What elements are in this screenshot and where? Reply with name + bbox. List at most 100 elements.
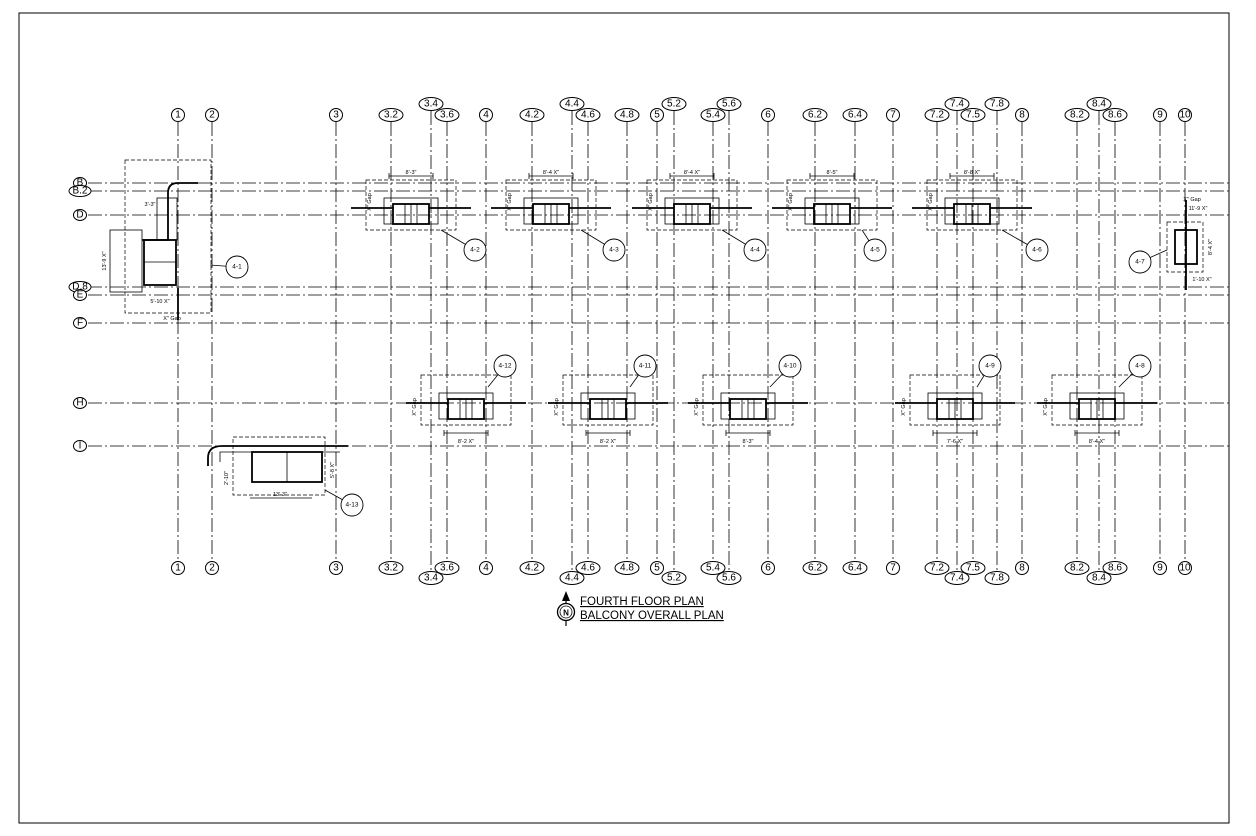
grid-bubble — [479, 108, 493, 122]
grid-bubble — [559, 571, 585, 585]
grid-label-bottom: 8.4 — [1092, 573, 1106, 584]
detail-callout-label: 4-12 — [498, 363, 511, 370]
grid-label-bottom: 6.2 — [808, 563, 822, 574]
grid-label-bottom: 7.4 — [950, 573, 964, 584]
detail-callout-label: 4-2 — [470, 247, 480, 254]
unit-outline — [365, 179, 457, 231]
grid-label-top: 6.2 — [808, 110, 822, 121]
detail-callout-label: 4-13 — [345, 502, 358, 509]
grid-bubble — [559, 97, 585, 111]
grid-bubbles: 1122333.23.23.43.43.63.6444.24.24.44.44.… — [68, 97, 1192, 585]
gap-label: X" Gap — [928, 193, 934, 211]
grid-label-bottom: 4.8 — [620, 563, 634, 574]
grid-label-bottom: 3 — [333, 563, 339, 574]
grid-bubble — [614, 108, 640, 122]
balcony-unit: 8'-2 X" X" Gap — [406, 374, 526, 445]
grid-bubble — [802, 108, 828, 122]
gap-label: X" Gap — [1183, 197, 1201, 203]
balcony-unit: 7'-6 X"X" Gap — [895, 374, 1015, 445]
grid-label-top: 7.2 — [930, 110, 944, 121]
unit-outline — [786, 179, 878, 231]
dimension-label: 8'-3" — [406, 170, 417, 176]
grid-label-top: 1 — [175, 110, 181, 121]
grid-label-bottom: 10 — [1179, 563, 1191, 574]
grid-label-top: 7.8 — [990, 99, 1004, 110]
balcony-unit-4-1: 3'-3"13'-9 X"5'-10 X"X" Gap — [102, 159, 212, 322]
grid-label-top: 8.6 — [1108, 110, 1122, 121]
detail-callout-label: 4-3 — [609, 247, 619, 254]
callout-bubble — [1025, 238, 1049, 262]
grid-bubble — [329, 108, 343, 122]
grid-bubble — [1153, 561, 1167, 575]
north-label: N — [563, 609, 569, 618]
grid-label-top: 3.2 — [384, 110, 398, 121]
dimension-label: 8'-2 X" — [458, 439, 474, 445]
grid-bubble — [519, 561, 545, 575]
title-block: N FOURTH FLOOR PLAN BALCONY OVERALL PLAN — [556, 591, 724, 626]
dimension-label: 8'-4 X" — [1089, 439, 1105, 445]
row-bubble — [73, 440, 87, 452]
grid-bubble — [1086, 571, 1112, 585]
callout-bubble — [463, 238, 487, 262]
dimension-label: 8'-5" — [827, 170, 838, 176]
grid-label-top: 5.2 — [667, 99, 681, 110]
grid-label-bottom: 6 — [765, 563, 771, 574]
grid-label-bottom: 4.6 — [581, 563, 595, 574]
dimension-label: 3'-3" — [145, 202, 156, 208]
row-bubble — [73, 317, 87, 329]
detail-callout-label: 4-10 — [783, 363, 796, 370]
row-label: E — [77, 290, 84, 301]
balcony-unit: 8'-3" X" Gap — [351, 170, 471, 231]
balcony-unit: 8'-3"X" Gap — [688, 374, 808, 445]
dimension-label: 2'-10" — [224, 471, 230, 485]
dim-box — [109, 229, 143, 293]
grid-bubble — [1178, 561, 1192, 575]
gap-label: X" Gap — [367, 193, 373, 211]
grid-label-top: 2 — [209, 110, 215, 121]
row-bubble — [73, 209, 87, 221]
gap-label: X" Gap — [507, 193, 513, 211]
dimension-label: 13'-3" — [273, 492, 287, 498]
grid-label-bottom: 7 — [890, 563, 896, 574]
grid-bubble — [1086, 97, 1112, 111]
grid-bubble — [924, 108, 950, 122]
grid-bubble — [1153, 108, 1167, 122]
gap-label: X" Gap — [412, 398, 418, 416]
grid-bubble — [944, 97, 970, 111]
grid-bubble — [418, 571, 444, 585]
grid-bubble — [650, 108, 664, 122]
grid-bubble — [205, 108, 219, 122]
grid-bubble — [171, 561, 185, 575]
detail-callout-label: 4-4 — [750, 247, 760, 254]
grid-bubble — [661, 571, 687, 585]
grid-label-bottom: 1 — [175, 563, 181, 574]
unit-outline — [909, 374, 1001, 426]
balcony-unit: 8'-2 X" X" Gap — [548, 374, 668, 445]
grid-bubble — [171, 108, 185, 122]
gap-label: X" Gap — [788, 193, 794, 211]
dimension-label: 8'-3" — [743, 439, 754, 445]
grid-label-top: 7 — [890, 110, 896, 121]
row-label: B — [77, 178, 84, 189]
gap-label: X" Gap — [554, 398, 560, 416]
unit-outline — [1166, 221, 1204, 273]
grid-label-bottom: 8.6 — [1108, 563, 1122, 574]
dimension-label: 8'-2 X" — [600, 439, 616, 445]
grid-label-top: 7.4 — [950, 99, 964, 110]
grid-label-bottom: 4.2 — [525, 563, 539, 574]
unit-rail — [207, 445, 348, 466]
grid-bubble — [575, 561, 601, 575]
grid-label-top: 4.6 — [581, 110, 595, 121]
gap-label: X" Gap — [1043, 398, 1049, 416]
balcony-unit: 8'-8 X"X" Gap — [912, 170, 1032, 231]
grid-label-top: 9 — [1157, 110, 1163, 121]
grid-label-top: 8.4 — [1092, 99, 1106, 110]
balcony-unit: 8'-4 X"X" Gap — [491, 170, 611, 231]
grid-label-bottom: 3.2 — [384, 563, 398, 574]
grid-bubble — [924, 561, 950, 575]
callout-bubble — [1128, 250, 1152, 274]
callout-bubble — [863, 238, 887, 262]
north-arrow-icon: N — [556, 591, 576, 626]
